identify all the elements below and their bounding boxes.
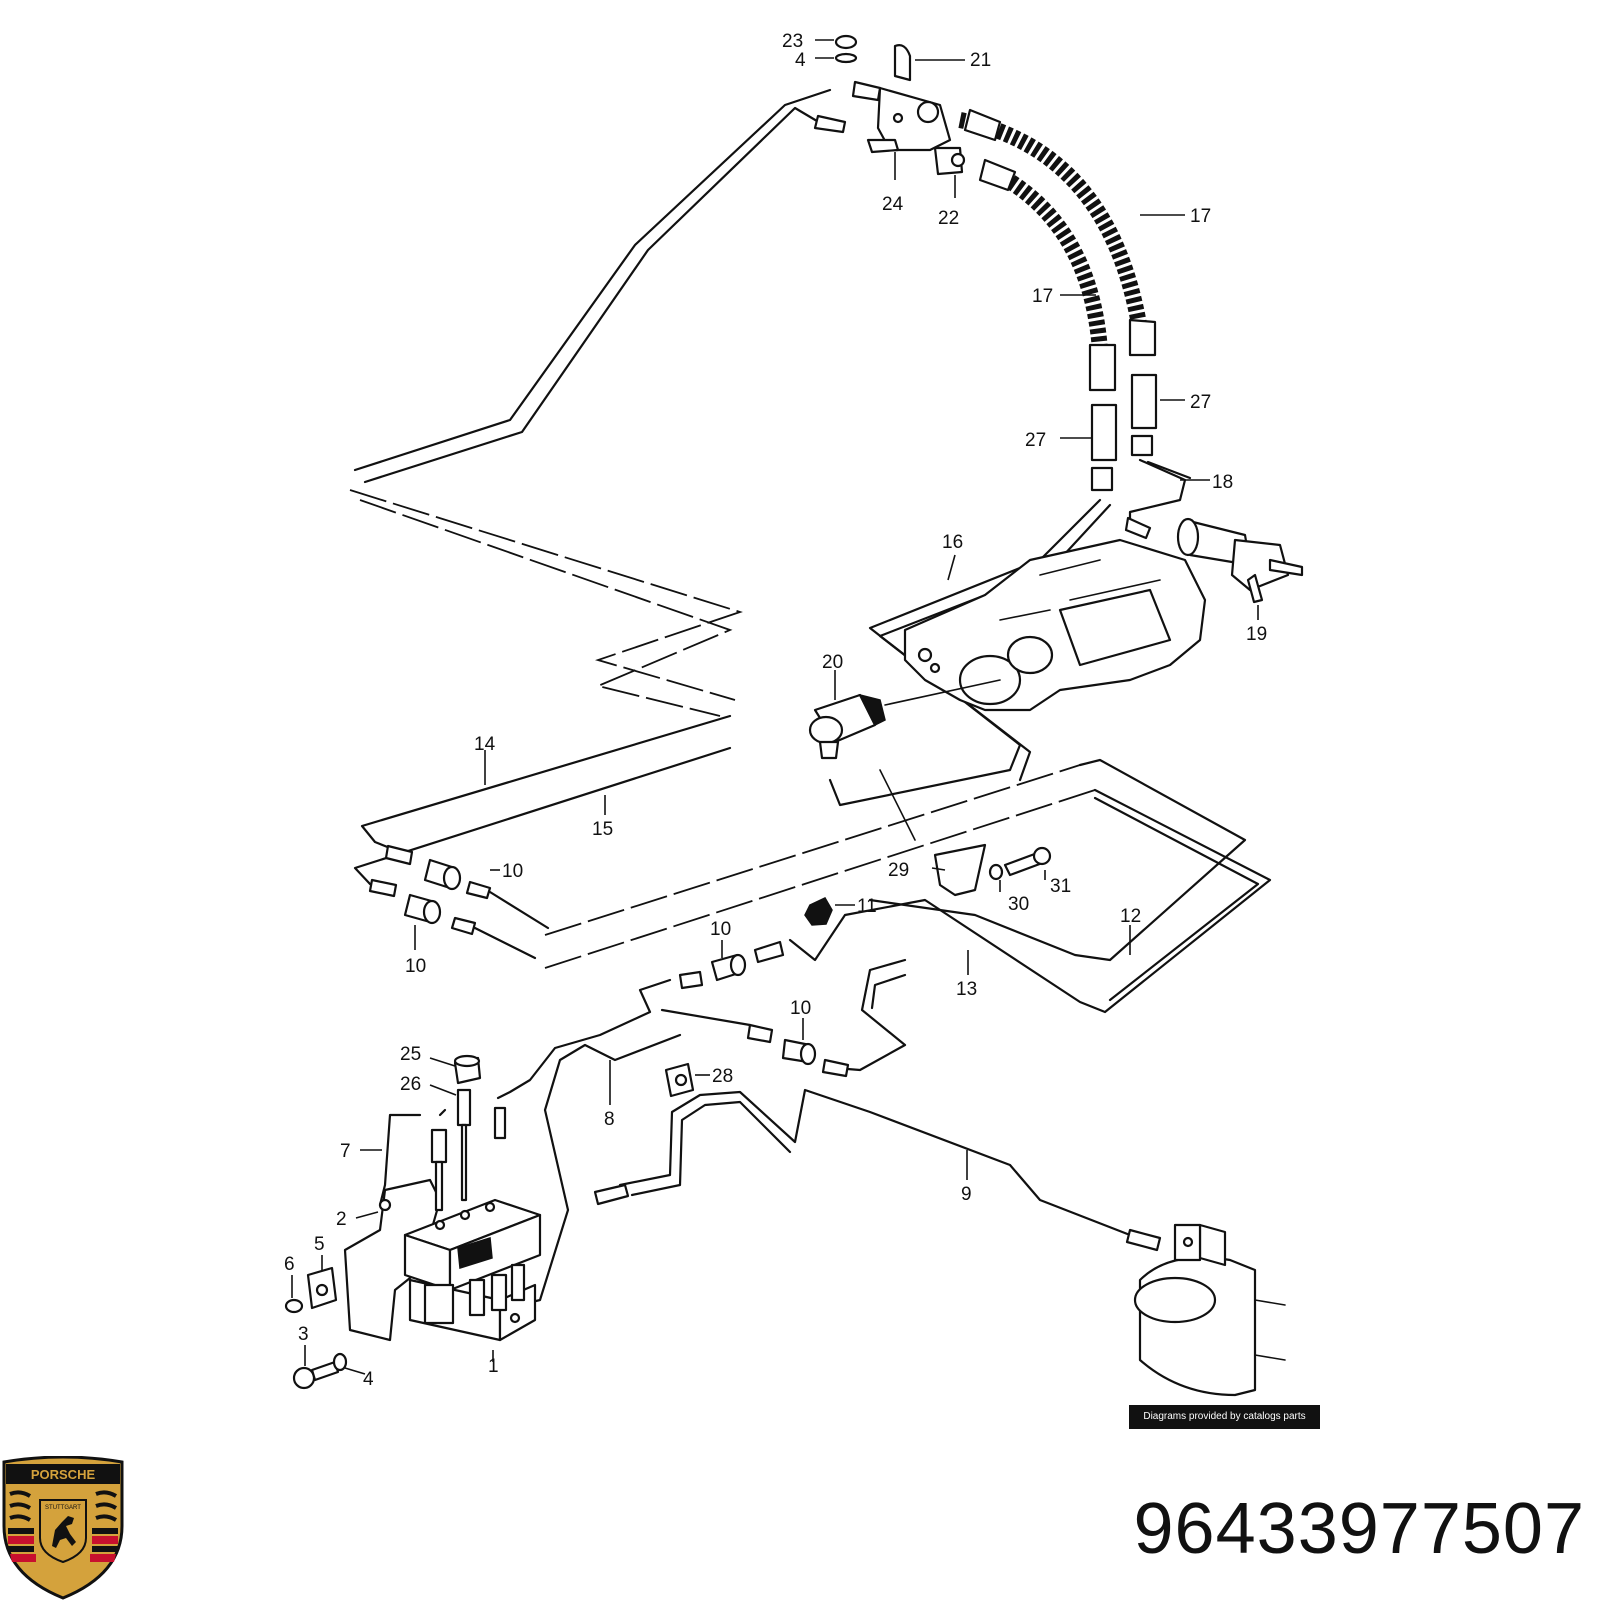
part-number: 96433977507 bbox=[1133, 1489, 1585, 1569]
callout-18: 18 bbox=[1212, 472, 1233, 493]
crest-antlers bbox=[9, 1490, 118, 1522]
crest-city: STUTTGART bbox=[45, 1505, 81, 1511]
callout-21: 21 bbox=[970, 50, 991, 71]
callout-9: 9 bbox=[961, 1184, 972, 1205]
callout-1: 1 bbox=[488, 1356, 499, 1377]
bolt-3 bbox=[292, 1360, 340, 1390]
callout-10-c: 10 bbox=[710, 919, 731, 940]
crest-black-stripes bbox=[8, 1528, 118, 1552]
brake-pipe-9 bbox=[618, 1088, 1132, 1237]
nut-23 bbox=[834, 34, 858, 64]
brake-pipe-7 bbox=[378, 1108, 447, 1207]
union-10-c bbox=[678, 940, 785, 990]
callout-24: 24 bbox=[882, 194, 904, 215]
bracket-5 bbox=[306, 1266, 338, 1310]
callout-25: 25 bbox=[400, 1044, 421, 1065]
callout-29: 29 bbox=[888, 860, 909, 881]
callout-3: 3 bbox=[298, 1324, 309, 1345]
pressure-switch-20 bbox=[808, 679, 1001, 760]
brake-pipe-dashed-section bbox=[349, 489, 1096, 969]
fittings-top bbox=[813, 80, 882, 134]
callout-11: 11 bbox=[857, 896, 877, 917]
crest-wordmark: PORSCHE bbox=[31, 1467, 96, 1482]
plug-25 bbox=[453, 1054, 482, 1085]
callout-10-a: 10 bbox=[502, 861, 523, 882]
callout-23: 23 bbox=[782, 31, 803, 52]
callout-6: 6 bbox=[284, 1254, 295, 1275]
bracket-24 bbox=[866, 138, 900, 154]
bleeder-26 bbox=[456, 1088, 472, 1202]
callout-14: 14 bbox=[474, 734, 496, 755]
callout-17-right: 17 bbox=[1190, 206, 1211, 227]
callout-20: 20 bbox=[822, 652, 843, 673]
slave-cylinder-19 bbox=[1176, 517, 1304, 604]
union-10-b bbox=[403, 893, 537, 960]
fitting-7 bbox=[430, 1128, 448, 1212]
brake-pipe-8 bbox=[496, 978, 752, 1312]
brake-pipe-12 bbox=[788, 758, 1272, 1014]
washer-4 bbox=[332, 1352, 348, 1372]
union-10-a bbox=[423, 858, 550, 930]
leader-lines bbox=[291, 39, 1259, 1375]
brake-hose-17-rear bbox=[978, 158, 1117, 392]
adapter-27 bbox=[1090, 373, 1158, 492]
callout-4-bottom: 4 bbox=[363, 1369, 374, 1390]
pipe-ends-left bbox=[368, 516, 1162, 1252]
cap-6 bbox=[284, 1298, 304, 1314]
union-10-d bbox=[746, 1023, 850, 1078]
callout-12: 12 bbox=[1120, 906, 1141, 927]
callout-26: 26 bbox=[400, 1074, 421, 1095]
callout-31: 31 bbox=[1050, 876, 1071, 897]
bolt-31 bbox=[1003, 846, 1052, 877]
callout-27-right: 27 bbox=[1190, 392, 1211, 413]
bracket-29 bbox=[879, 769, 987, 897]
callout-8: 8 bbox=[604, 1109, 615, 1130]
callout-5: 5 bbox=[314, 1234, 325, 1255]
brake-booster bbox=[1133, 1223, 1286, 1397]
callout-28: 28 bbox=[712, 1066, 733, 1087]
brake-hose-17-front bbox=[958, 108, 1157, 357]
transmission-housing-16 bbox=[903, 538, 1207, 712]
brake-pipe-18 bbox=[1128, 458, 1192, 527]
callout-27-left: 27 bbox=[1025, 430, 1046, 451]
callout-4-top: 4 bbox=[795, 50, 806, 71]
brake-pipe-13 bbox=[833, 958, 907, 1072]
callout-22: 22 bbox=[938, 208, 959, 229]
callout-19: 19 bbox=[1246, 624, 1267, 645]
callout-15: 15 bbox=[592, 819, 613, 840]
bracket-21 bbox=[876, 44, 952, 152]
callout-13: 13 bbox=[956, 979, 977, 1000]
crest-banner bbox=[6, 1464, 120, 1484]
callout-16: 16 bbox=[942, 532, 963, 553]
callout-30: 30 bbox=[1008, 894, 1029, 915]
porsche-crest-logo: PORSCHE STUTTGART bbox=[2, 1456, 124, 1600]
clip-22 bbox=[933, 146, 966, 176]
callout-10-b: 10 bbox=[405, 956, 426, 977]
callout-labels: 23 4 21 24 22 17 17 27 27 18 16 19 20 14… bbox=[284, 31, 1267, 1390]
nut-11 bbox=[804, 897, 833, 926]
valve-block-1 bbox=[403, 1198, 542, 1342]
clip-28 bbox=[664, 1062, 695, 1098]
callout-7: 7 bbox=[340, 1141, 351, 1162]
callout-10-d: 10 bbox=[790, 998, 811, 1019]
crest-red-stripes bbox=[8, 1536, 118, 1562]
callout-2: 2 bbox=[336, 1209, 347, 1230]
diagram-credit: Diagrams provided by catalogs parts bbox=[1129, 1405, 1320, 1429]
callout-17-left: 17 bbox=[1032, 286, 1053, 307]
washer-30 bbox=[988, 863, 1004, 881]
horse-icon bbox=[52, 1516, 76, 1548]
brake-pipe-rear bbox=[353, 88, 832, 484]
